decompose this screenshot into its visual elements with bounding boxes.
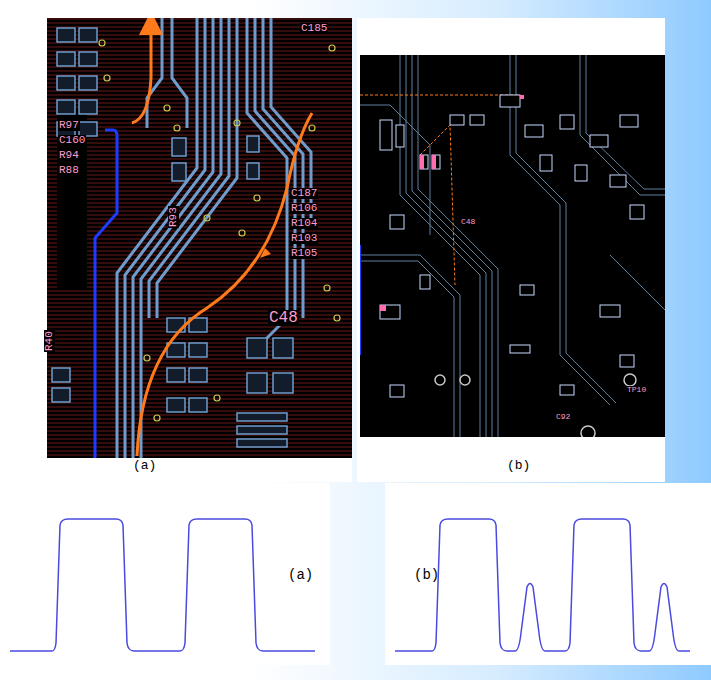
part-ref: C187 <box>290 188 318 199</box>
figure-caption: (b) <box>507 459 530 472</box>
waveform <box>0 483 330 665</box>
part-ref: R88 <box>58 165 80 176</box>
part-ref: TP10 <box>626 386 647 394</box>
part-ref: C48 <box>460 218 476 226</box>
part-ref: R105 <box>290 248 318 259</box>
part-ref: C160 <box>58 135 86 146</box>
part-ref: R106 <box>290 203 318 214</box>
figure-caption: (b) <box>414 568 439 582</box>
figure-caption: (a) <box>133 459 156 472</box>
figure-panel <box>0 483 330 665</box>
part-ref: C92 <box>555 413 571 421</box>
part-ref: R40 <box>44 330 55 352</box>
part-ref: R104 <box>290 218 318 229</box>
part-ref: C185 <box>300 23 328 34</box>
part-ref: C48 <box>268 310 299 326</box>
part-ref: R97 <box>58 120 80 131</box>
part-ref: R103 <box>290 233 318 244</box>
part-ref: R93 <box>168 206 179 228</box>
part-ref: R94 <box>58 150 80 161</box>
pcb-layout <box>360 55 665 437</box>
figure-caption: (a) <box>288 568 313 582</box>
